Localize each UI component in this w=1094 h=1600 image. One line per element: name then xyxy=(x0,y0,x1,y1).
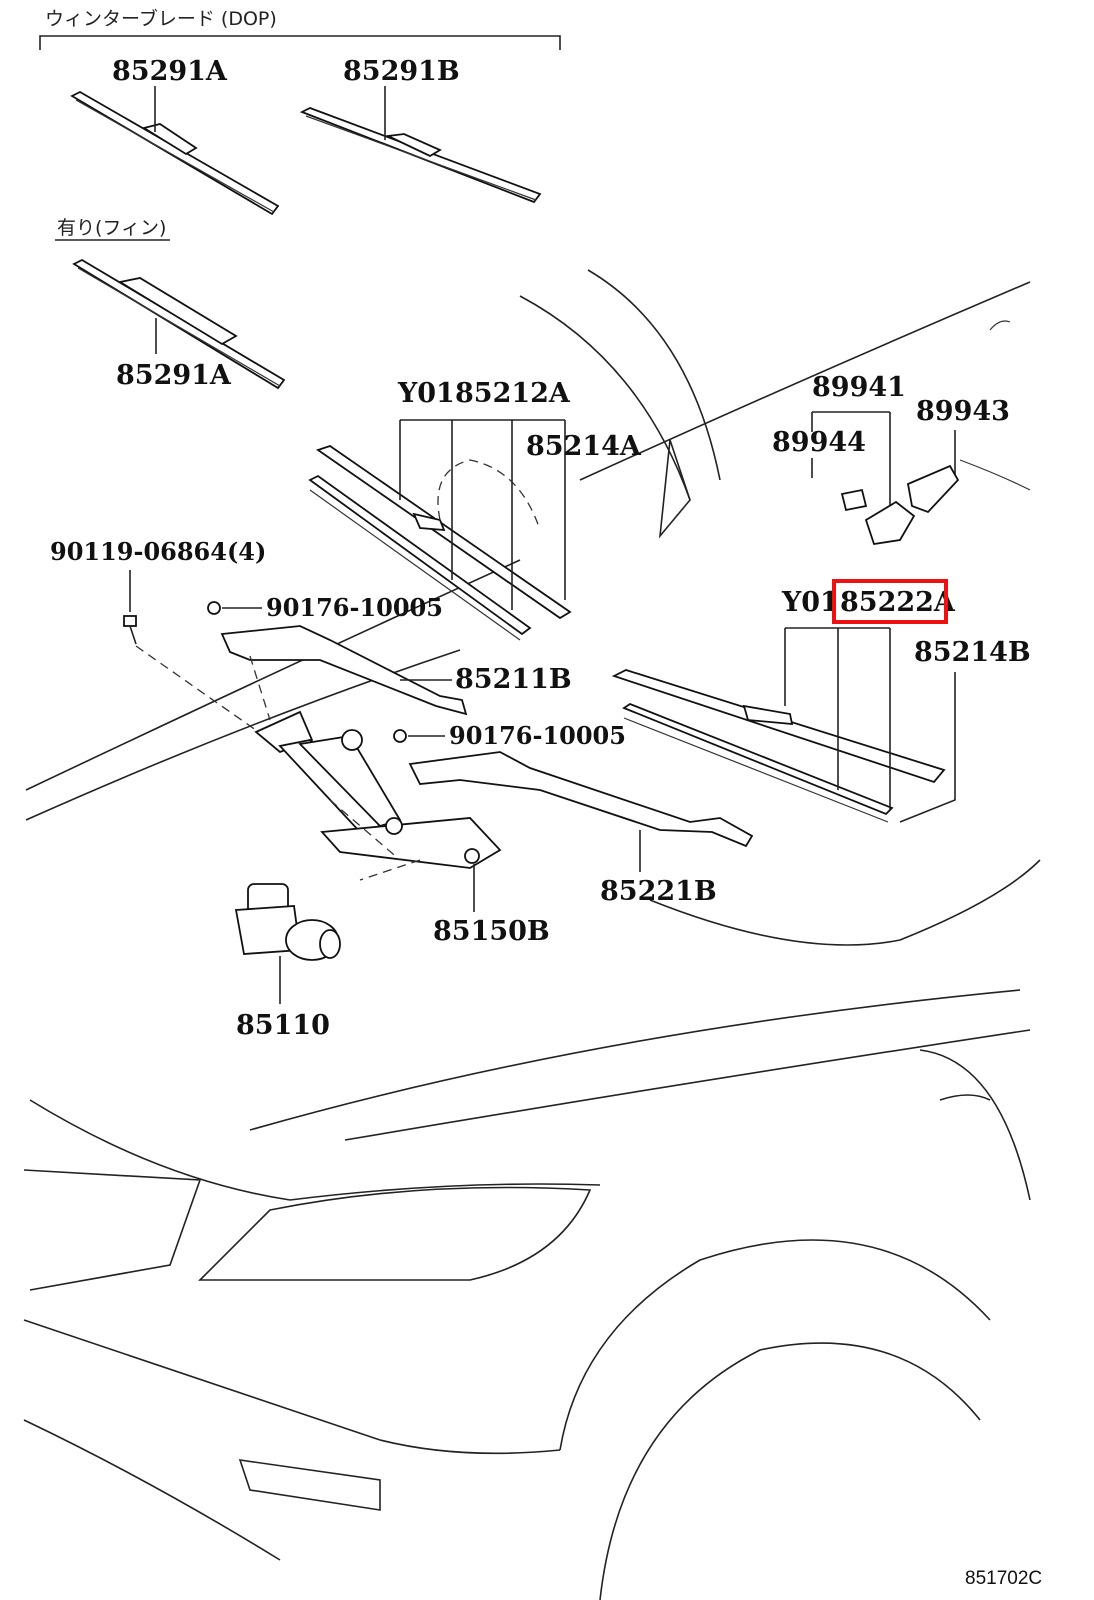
sensor-pad-89944 xyxy=(840,488,868,512)
label-85110: 85110 xyxy=(236,1010,330,1041)
wiper-arm-85221B xyxy=(408,751,754,848)
nut-90176-b xyxy=(393,729,407,743)
leader-85214B xyxy=(899,672,956,823)
label-85291A-top: 85291A xyxy=(112,56,228,87)
wiper-blade-85222A xyxy=(611,669,946,823)
wiper-blade-85212A xyxy=(308,445,572,641)
label-89944: 89944 xyxy=(772,427,866,458)
with-fin-note: 有り(フィン) xyxy=(57,217,166,239)
diagram-code: 851702C xyxy=(965,1568,1042,1589)
leader-89941 xyxy=(811,411,891,506)
wiper-link-85150B xyxy=(254,710,502,881)
car-body-outline xyxy=(23,269,1041,1600)
label-Y01-right: Y01 xyxy=(781,587,839,618)
label-85291A-fin: 85291A xyxy=(116,360,232,391)
wiper-blade-85291A-fin xyxy=(72,258,286,390)
label-85214A: 85214A xyxy=(526,431,642,462)
wiper-motor-85110 xyxy=(234,883,341,961)
label-85211B: 85211B xyxy=(455,664,572,695)
leader-85222A xyxy=(784,627,891,810)
label-85150B: 85150B xyxy=(433,916,550,947)
wiper-blade-85291A-top xyxy=(70,86,280,216)
winter-blade-note: ウィンターブレード (DOP) xyxy=(45,7,277,30)
winter-blade-bracket xyxy=(39,35,561,50)
label-89943: 89943 xyxy=(916,396,1010,427)
sensor-cover-89943 xyxy=(906,464,960,514)
label-85291B: 85291B xyxy=(343,56,460,87)
leader-85212A xyxy=(399,419,566,610)
highlight-box-85222A xyxy=(832,579,948,624)
label-85214B: 85214B xyxy=(914,637,1031,668)
label-85212A: 85212A xyxy=(455,378,571,409)
label-85221B: 85221B xyxy=(600,876,717,907)
nut-90176-a xyxy=(207,601,221,615)
dash-bolt xyxy=(135,645,271,741)
label-89941: 89941 xyxy=(812,372,906,403)
label-90119: 90119-06864(4) xyxy=(50,537,266,566)
label-85222A: 85222A xyxy=(840,587,956,618)
label-90176-a: 90176-10005 xyxy=(266,593,443,622)
wiper-arm-85211B xyxy=(220,625,468,721)
rain-sensor-89941 xyxy=(864,500,916,546)
winter-blade-group: ウィンターブレード (DOP) xyxy=(39,7,561,50)
wiper-blade-85291B xyxy=(299,86,542,204)
bolt-90119 xyxy=(123,615,137,645)
label-Y01-left: Y01 xyxy=(397,378,455,409)
label-90176-b: 90176-10005 xyxy=(449,721,626,750)
